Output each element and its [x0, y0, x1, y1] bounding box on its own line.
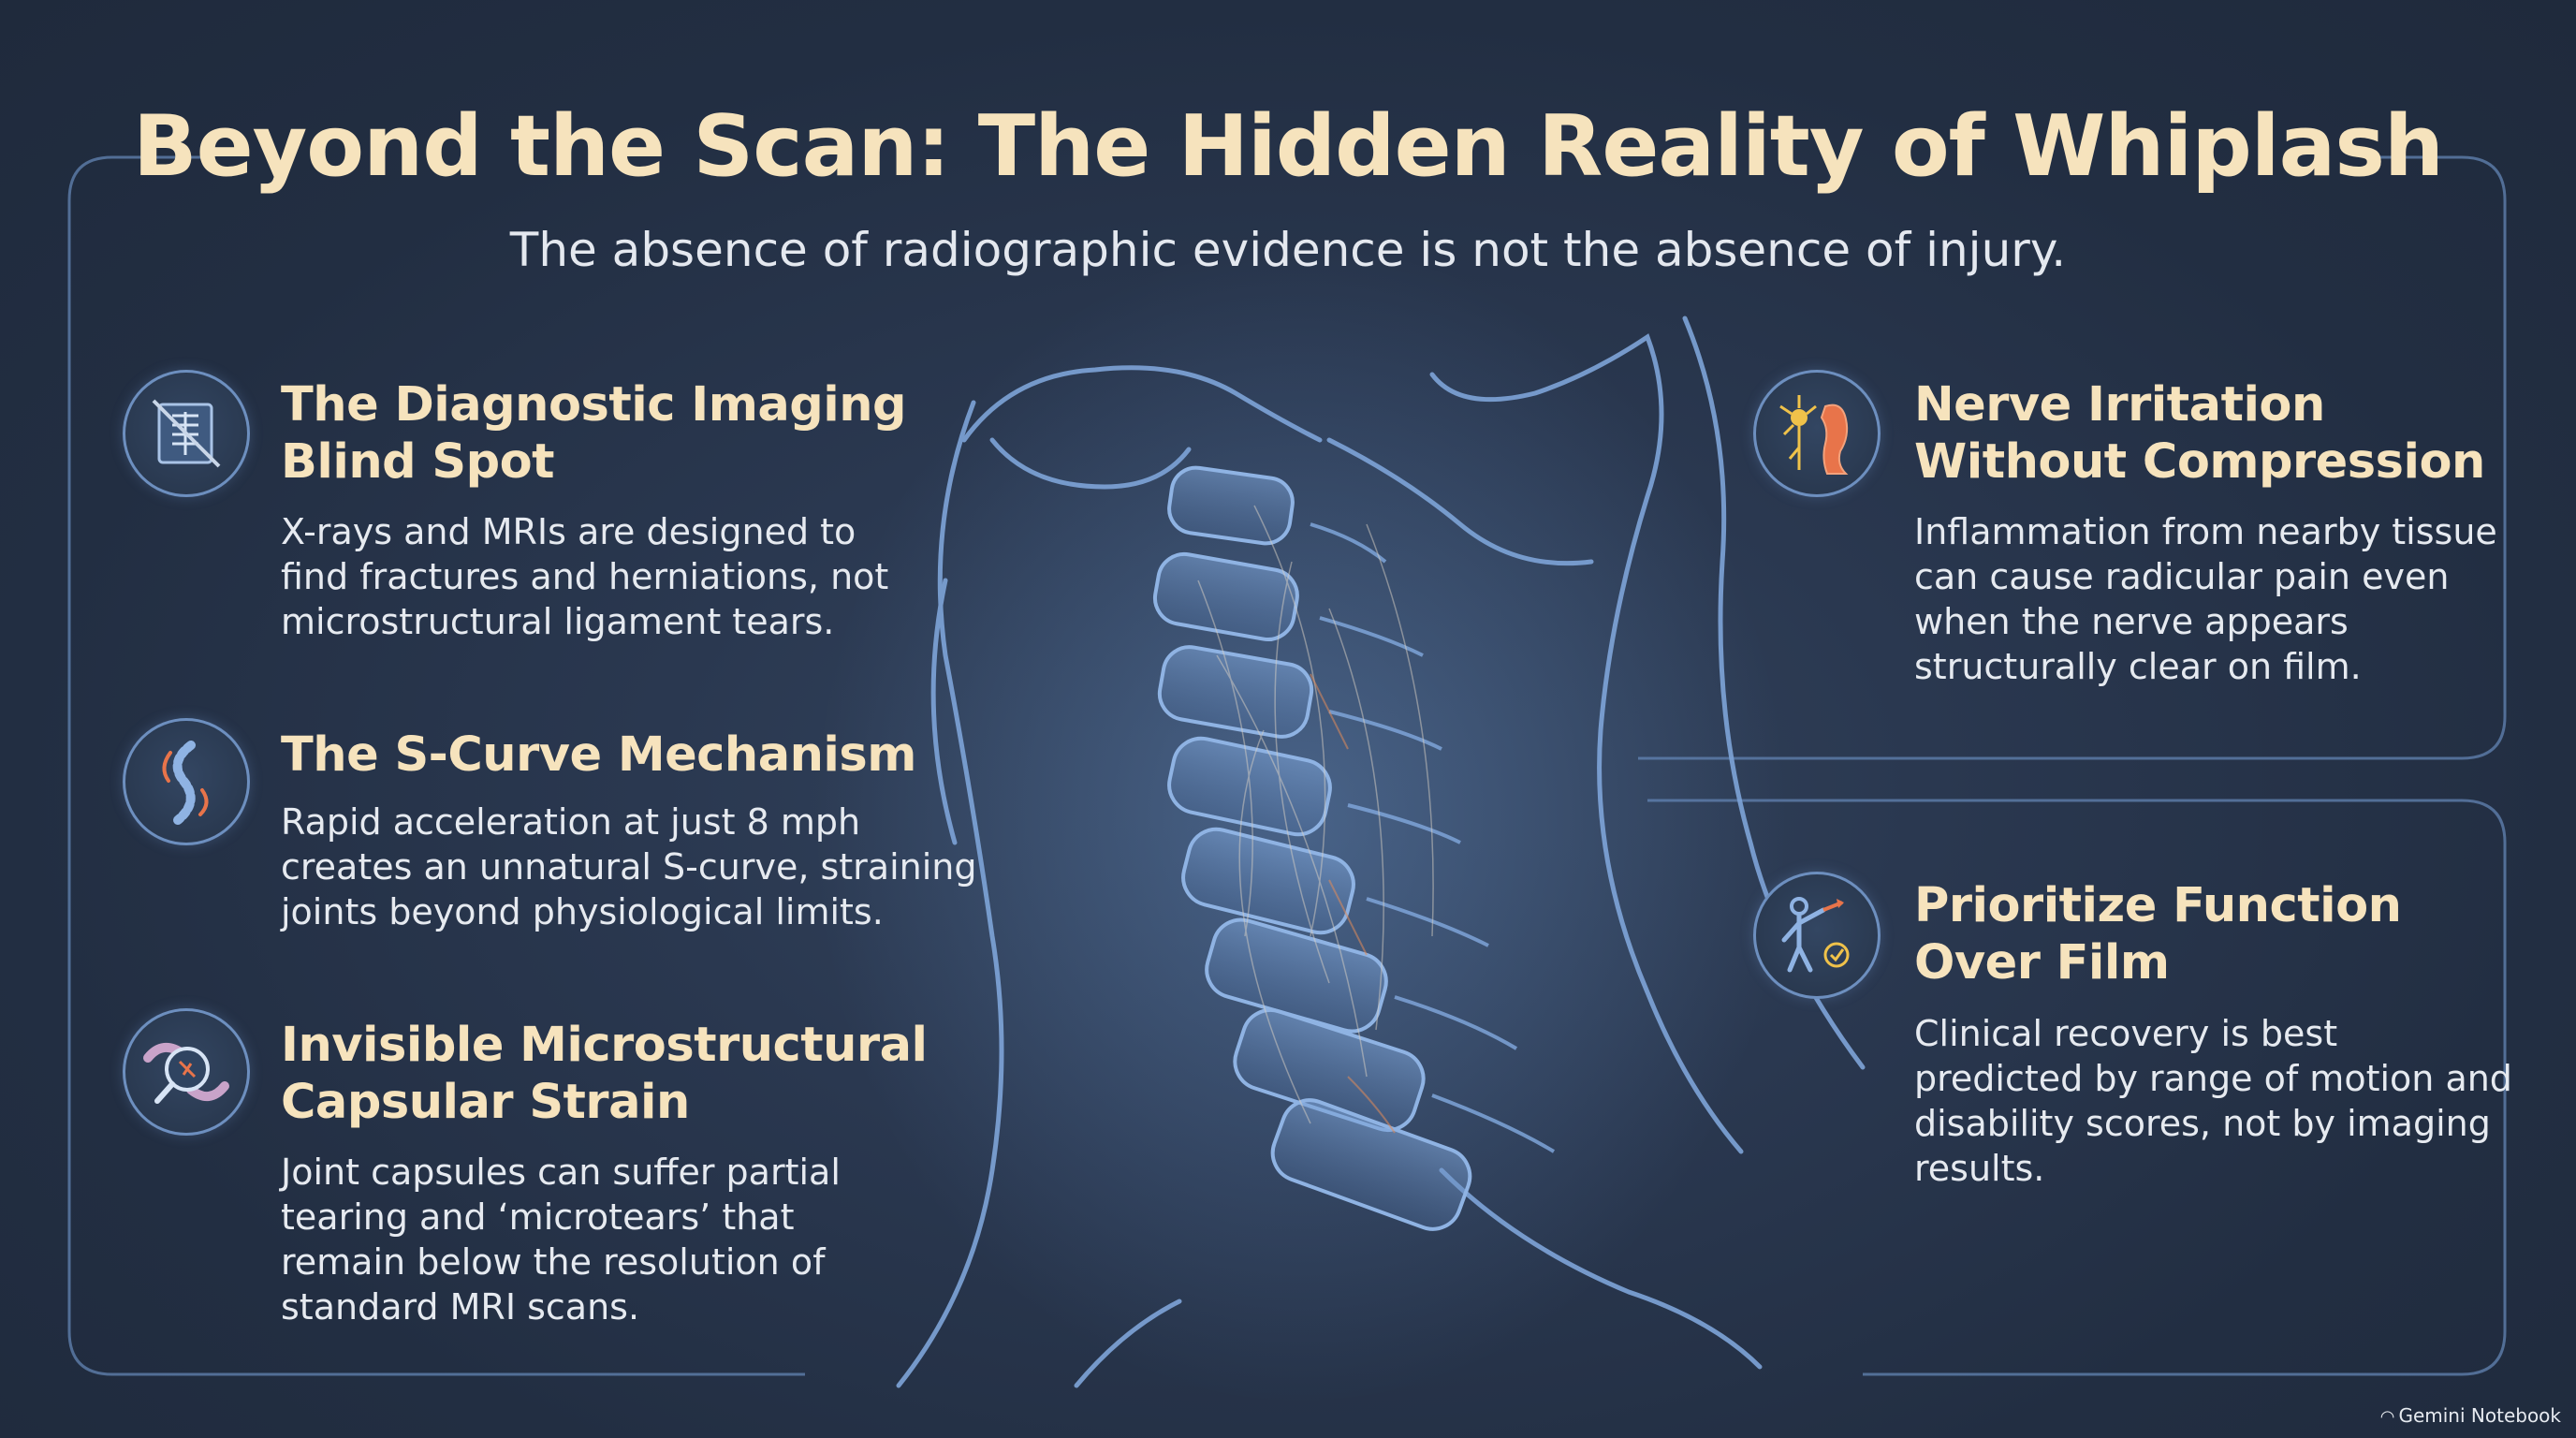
magnified-joint-capsule-icon — [123, 1008, 250, 1136]
watermark-text: Gemini Notebook — [2398, 1404, 2561, 1427]
card-body-line: find fractures and herniations, not — [281, 556, 889, 597]
card-body-line: predicted by range of motion and — [1914, 1058, 2512, 1099]
gemini-logo-icon: ◠ — [2379, 1407, 2395, 1427]
card-title-line: Capsular Strain — [281, 1075, 690, 1130]
card-body-line: Inflammation from nearby tissue — [1914, 511, 2497, 552]
card-body-line: Joint capsules can suffer partial — [281, 1152, 841, 1193]
card-body-line: tearing and ‘microtears’ that — [281, 1196, 795, 1238]
nerve-inflammation-icon — [1753, 370, 1881, 497]
card-body-line: standard MRI scans. — [281, 1286, 640, 1328]
card-title-line: Over Film — [1914, 935, 2170, 990]
card-title-line: Invisible Microstructural — [281, 1018, 928, 1073]
card-body-line: Rapid acceleration at just 8 mph — [281, 801, 861, 843]
card-body-line: when the nerve appears — [1914, 601, 2349, 642]
card-body-line: structurally clear on film. — [1914, 646, 2362, 687]
watermark: ◠Gemini Notebook — [2380, 1404, 2561, 1427]
card-body-line: creates an unnatural S-curve, straining — [281, 846, 977, 888]
card-title-line: Blind Spot — [281, 434, 555, 490]
card-body-line: results. — [1914, 1148, 2045, 1189]
card-body-line: Clinical recovery is best — [1914, 1013, 2338, 1054]
card-title-line: Prioritize Function — [1914, 878, 2402, 933]
range-of-motion-figure-icon — [1753, 872, 1881, 999]
card-body-line: disability scores, not by imaging — [1914, 1103, 2491, 1144]
card-body-line: can cause radicular pain even — [1914, 556, 2450, 597]
card-title-line: The S-Curve Mechanism — [281, 727, 916, 783]
page-title: Beyond the Scan: The Hidden Reality of W… — [133, 97, 2444, 196]
page-subtitle: The absence of radiographic evidence is … — [509, 223, 2067, 277]
card-body-line: X-rays and MRIs are designed to — [281, 511, 856, 552]
card-title-line: The Diagnostic Imaging — [281, 377, 907, 433]
card-title-line: Without Compression — [1914, 434, 2485, 490]
card-body-line: joints beyond physiological limits. — [281, 891, 884, 932]
card-body-line: remain below the resolution of — [281, 1241, 826, 1283]
xray-crossed-out-icon — [123, 370, 250, 497]
card-title-line: Nerve Irritation — [1914, 377, 2325, 433]
card-body-line: microstructural ligament tears. — [281, 601, 835, 642]
s-curve-spine-icon — [123, 718, 250, 845]
